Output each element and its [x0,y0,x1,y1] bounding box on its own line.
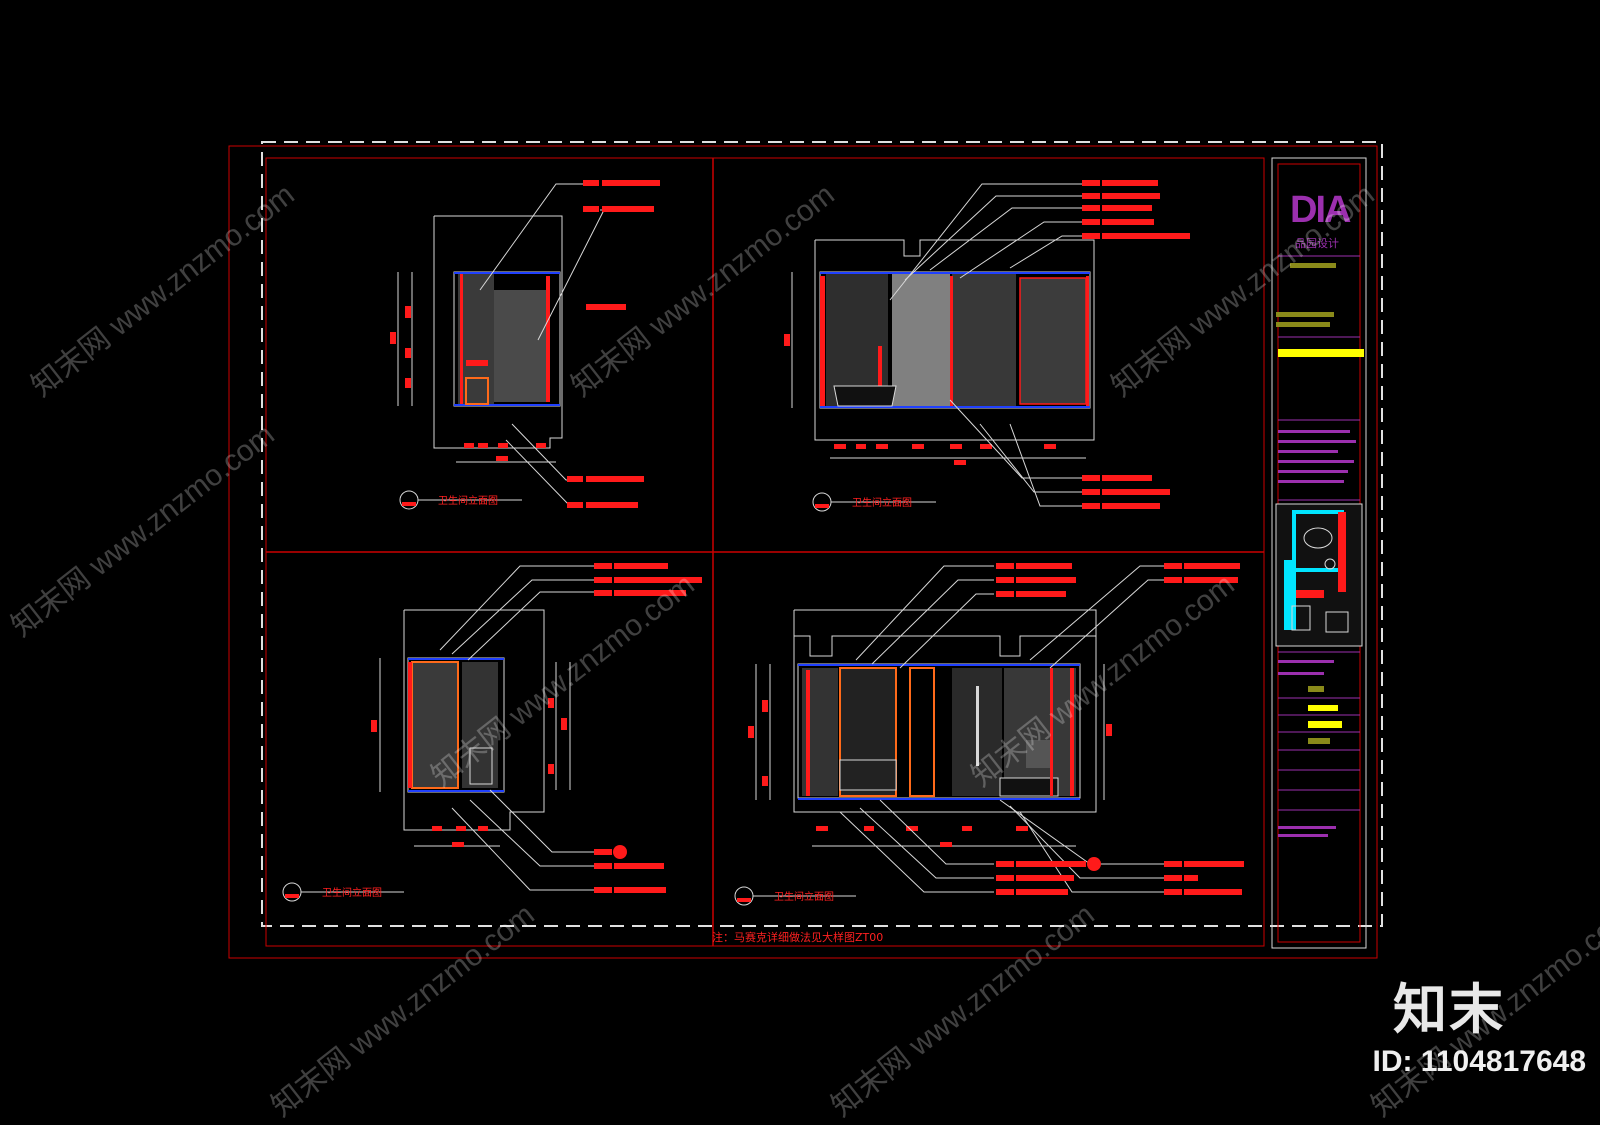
view-title-2: 卫生间立面图 [852,498,912,509]
key-plan-thumbnail [1275,503,1363,647]
view-title-3: 卫生间立面图 [322,888,382,899]
outer-sheet-frame [228,145,1378,959]
image-id-label: ID: 1104817648 [1372,1045,1586,1078]
view-title-1: 卫生间立面图 [438,496,498,507]
cad-drawing-sheet [228,141,1383,959]
elevation-view-4 [734,563,1244,906]
title-block [1271,157,1367,949]
elevation-view-2 [784,180,1190,512]
drawing-note: 注：马赛克详细做法见大样图ZT00 [712,931,884,944]
firm-logo-subtitle: 品园设计 [1295,237,1339,250]
watermark-brand: 知末 [1393,978,1505,1041]
view-title-4: 卫生间立面图 [774,892,834,903]
elevation-view-3 [282,563,702,902]
dashed-print-frame [261,141,1383,927]
firm-logo: DIA [1290,189,1351,231]
elevation-view-1 [390,180,660,510]
